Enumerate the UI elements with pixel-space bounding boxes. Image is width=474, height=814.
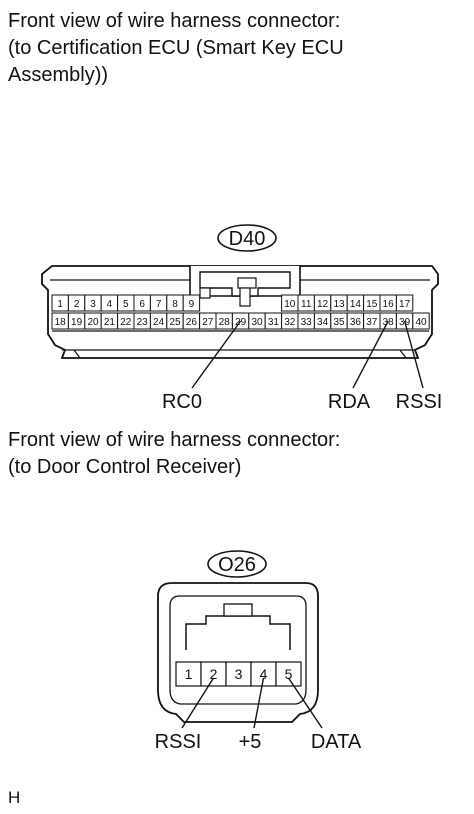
o26-callout-line (253, 677, 265, 729)
d40-callout-label: RSSI (396, 391, 443, 413)
d40-pin-number: 24 (153, 317, 165, 328)
d40-callout-line (352, 320, 389, 389)
o26-pin-number: 4 (260, 666, 268, 682)
d40-pin-number: 4 (107, 299, 113, 310)
d40-pin-number: 16 (383, 299, 395, 310)
d40-pin-number: 28 (219, 317, 231, 328)
o26-callout-label: RSSI (155, 731, 202, 753)
d40-caption-line: Assembly)) (8, 64, 109, 86)
d40-pin-number: 20 (87, 317, 99, 328)
d40-pin-number: 14 (350, 299, 362, 310)
d40-pin-number: 7 (156, 299, 162, 310)
d40-pin-number: 37 (366, 317, 378, 328)
d40-pin-number: 2 (74, 299, 80, 310)
d40-pin-number: 25 (169, 317, 181, 328)
d40-latch-post (239, 287, 251, 307)
d40-pin-number: 29 (235, 317, 247, 328)
d40-pin-number: 31 (268, 317, 280, 328)
d40-pin-cell (412, 312, 430, 330)
o26-code-label: O26 (218, 554, 256, 576)
d40-housing-tabs (73, 349, 407, 359)
d40-caption-line: (to Certification ECU (Smart Key ECU (8, 37, 344, 59)
d40-pin-number: 5 (123, 299, 129, 310)
d40-pin-number: 36 (350, 317, 362, 328)
o26-caption-line: Front view of wire harness connector: (8, 429, 341, 451)
o26-caption-line: (to Door Control Receiver) (8, 456, 242, 478)
d40-pin-cell (182, 294, 201, 312)
o26-callout-label: +5 (239, 731, 262, 753)
d40-pin-number: 26 (186, 317, 198, 328)
d40-pin-number: 3 (90, 299, 96, 310)
d40-pin-number: 23 (137, 317, 149, 328)
o26-caption: Front view of wire harness connector: (t… (8, 427, 340, 481)
d40-pin-number: 38 (383, 317, 395, 328)
d40-pin-number: 27 (202, 317, 214, 328)
d40-callout-label: RDA (328, 391, 371, 413)
d40-lock-notch-left (199, 287, 211, 299)
d40-pin-number: 30 (251, 317, 263, 328)
d40-pin-number: 17 (399, 299, 411, 310)
d40-pin-number: 11 (301, 299, 312, 310)
o26-pin-number: 1 (185, 666, 193, 682)
d40-callout-line (403, 320, 424, 389)
o26-code-badge (207, 550, 267, 578)
d40-caption: Front view of wire harness connector: (t… (8, 8, 344, 89)
o26-callouts: RSSI +5 DATA (155, 677, 362, 753)
o26-callout-label: DATA (311, 731, 362, 753)
d40-pin-number: 13 (333, 299, 345, 310)
o26-pin-cell (275, 661, 302, 687)
d40-pin-number: 33 (301, 317, 313, 328)
d40-pin-number: 40 (415, 317, 427, 328)
o26-pin-number: 2 (210, 666, 218, 682)
d40-pin-number: 19 (71, 317, 83, 328)
o26-pin-number: 5 (285, 666, 293, 682)
d40-code-badge (217, 224, 277, 252)
d40-pin-number: 34 (317, 317, 329, 328)
d40-pin-number: 22 (120, 317, 132, 328)
d40-pin-number: 18 (55, 317, 67, 328)
d40-pin-number: 10 (284, 299, 296, 310)
d40-pin-number: 9 (189, 299, 195, 310)
d40-callout-line (191, 320, 242, 389)
d40-caption-line: Front view of wire harness connector: (8, 10, 341, 32)
d40-latch (237, 277, 257, 289)
d40-callouts: RC0 RDA RSSI (162, 320, 443, 413)
d40-pin-number: 6 (139, 299, 145, 310)
o26-pin-row: 1 2 3 4 5 (175, 661, 302, 687)
d40-housing (41, 265, 439, 359)
d40-pin-number: 15 (366, 299, 378, 310)
d40-pin-number: 35 (333, 317, 345, 328)
d40-pin-number: 32 (284, 317, 296, 328)
d40-code-label: D40 (229, 228, 266, 250)
o26-callout-line (287, 677, 323, 729)
d40-pin-number: 1 (57, 299, 63, 310)
o26-callout-line (181, 677, 215, 729)
o26-connector: O26 1 2 3 4 5 RSSI +5 DATA (155, 550, 362, 753)
footer-mark: H (8, 788, 21, 807)
o26-pin-number: 3 (235, 666, 243, 682)
d40-callout-label: RC0 (162, 391, 202, 413)
d40-pin-number: 21 (104, 317, 116, 328)
d40-pin-cell (395, 294, 414, 312)
d40-pin-number: 12 (317, 299, 329, 310)
o26-latch-key (223, 603, 253, 617)
d40-pin-number: 8 (172, 299, 178, 310)
